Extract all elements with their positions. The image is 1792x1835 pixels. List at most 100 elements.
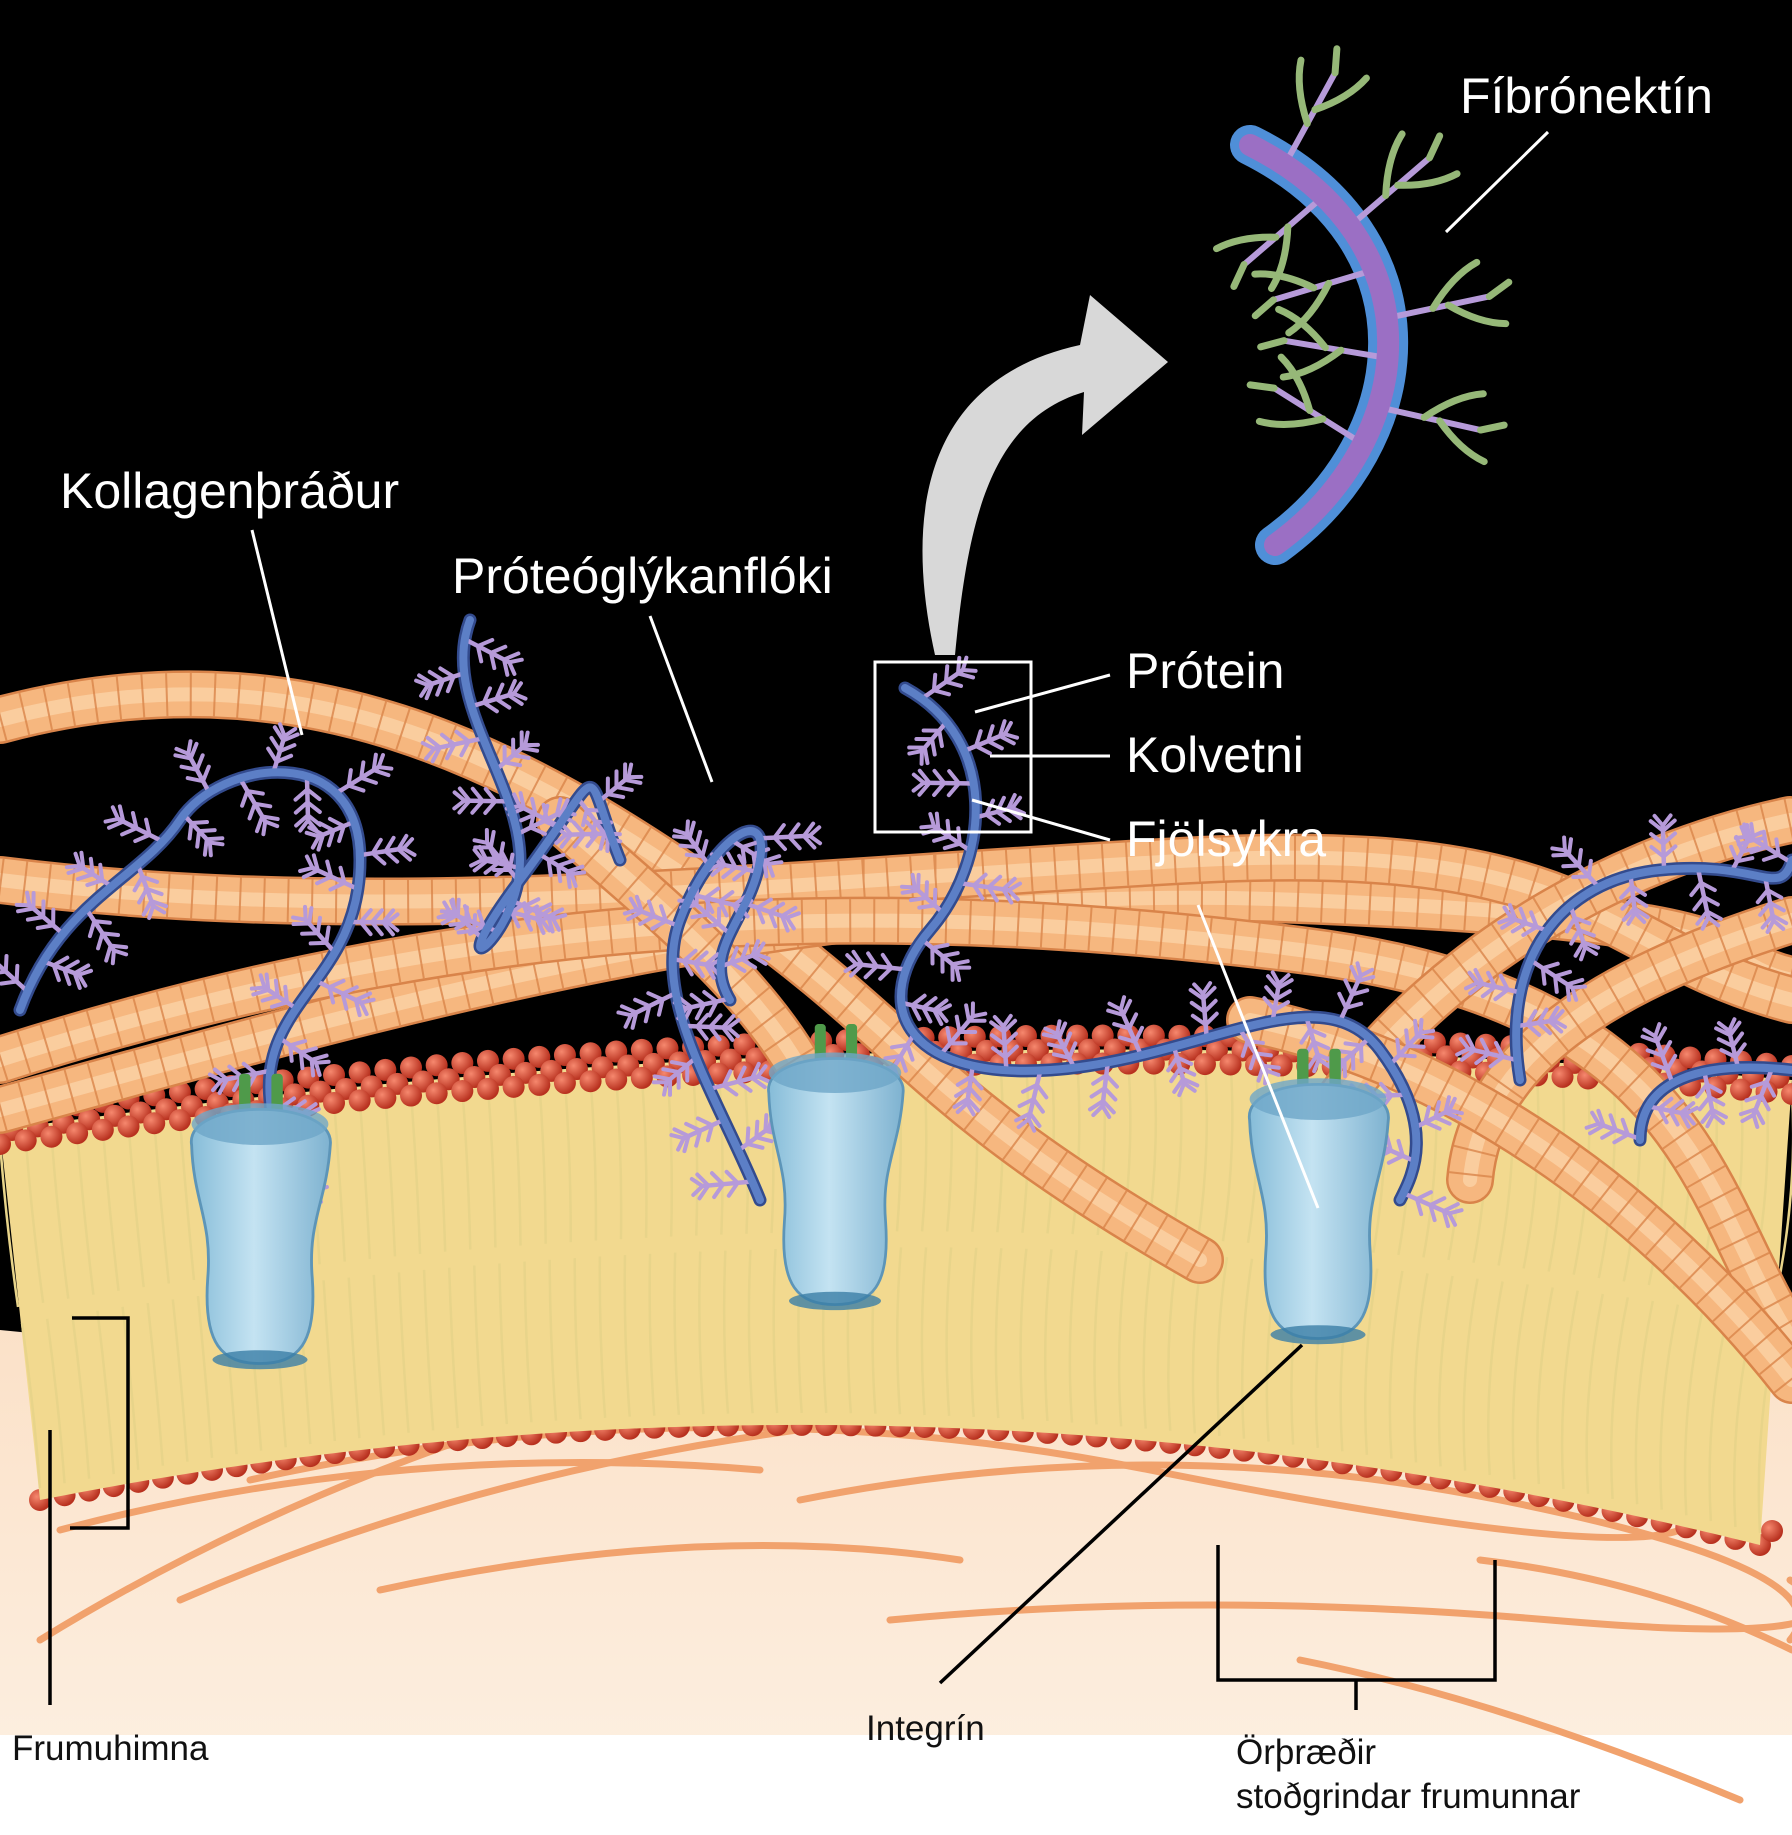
lipid-tail <box>397 1272 410 1433</box>
lipid-head <box>1781 1083 1792 1105</box>
carbohydrate-branch <box>0 953 30 994</box>
lipid-tail <box>75 1131 95 1295</box>
integrin <box>1248 1048 1390 1345</box>
carbohydrate-branch <box>1387 1017 1436 1067</box>
carbohydrate-branch <box>472 828 522 884</box>
lipid-tail <box>45 1318 66 1484</box>
label-plasma-membrane: Frumuhimna <box>12 1729 209 1768</box>
carbohydrate-branch <box>899 993 952 1026</box>
carbohydrate-branch <box>181 812 225 858</box>
integrin-top <box>768 1052 902 1093</box>
polysaccharide-leader <box>971 798 1111 842</box>
carbohydrate-branch <box>1087 1060 1119 1119</box>
carbohydrate-branch <box>304 816 357 852</box>
lipid-tail <box>538 1082 547 1244</box>
integrin-top <box>191 1103 329 1145</box>
lipid-tail <box>1093 1250 1103 1425</box>
collagen-fiber-highlight <box>0 850 1792 1007</box>
lipid-tail <box>589 1079 598 1241</box>
carbohydrate-branch <box>237 776 280 837</box>
carbohydrate-branch <box>843 949 909 981</box>
lipid-tail <box>50 1134 70 1299</box>
dark-top-band <box>0 0 1792 410</box>
carbohydrate-branch <box>957 872 1023 905</box>
lipid-tail <box>127 1124 145 1288</box>
label-microfilaments-line1: Örþræðir <box>1236 1733 1376 1772</box>
carbohydrate-branch <box>293 774 323 833</box>
lipid-head <box>425 1082 448 1105</box>
lipid-head <box>66 1122 89 1145</box>
lipid-tail <box>772 1249 779 1414</box>
lipid-tail <box>486 1086 497 1248</box>
lipid-head <box>323 1091 346 1114</box>
lipid-tail <box>1043 1249 1053 1422</box>
carbohydrate-branch <box>462 637 524 677</box>
lipid-tail <box>20 1322 42 1489</box>
lipid-tail <box>1560 1290 1579 1489</box>
lipid-tail <box>461 1088 472 1250</box>
integrin <box>767 1024 905 1311</box>
lipid-tail <box>573 1258 582 1420</box>
lipid-tail <box>1708 1312 1730 1522</box>
lipid-tail <box>1634 1300 1655 1505</box>
fibronectin-molecule <box>1213 45 1513 565</box>
lipid-head <box>502 1075 525 1098</box>
carbohydrate-branch <box>596 762 644 804</box>
carbohydrate-branch <box>689 1169 755 1201</box>
carbohydrate-branch <box>938 1001 988 1057</box>
carbohydrate-branch <box>1514 1005 1568 1037</box>
proteoglycan-core-protein <box>1636 1063 1792 1144</box>
lipid-tail <box>1683 1308 1705 1516</box>
proteoglycan-core-protein <box>459 616 624 952</box>
lipid-head <box>1551 1065 1574 1088</box>
lipid-tail <box>71 1314 91 1479</box>
label-integrin: Integrín <box>866 1709 985 1748</box>
label-collagen-fiber: Kollagenþráður <box>60 463 399 519</box>
fibronectin-branch <box>1251 266 1378 337</box>
carbohydrate-branch <box>291 904 338 955</box>
lipid-tail <box>994 1248 1003 1419</box>
carbohydrate-branch <box>298 853 361 892</box>
fibronectin-branch <box>1383 258 1513 328</box>
lipid-tail <box>1167 1254 1179 1431</box>
carbohydrate-branch <box>493 730 540 772</box>
carbohydrate-branch <box>357 833 417 866</box>
carbohydrate-branch <box>207 1061 273 1095</box>
carbohydrate-branch <box>672 990 732 1024</box>
lipid-tail <box>422 1269 435 1431</box>
carbohydrate-branch <box>347 908 400 937</box>
lipid-head <box>0 1133 11 1155</box>
lipid-tail <box>1196 1062 1209 1240</box>
carbohydrate-branch <box>669 1116 727 1154</box>
lipid-tail <box>0 1141 20 1308</box>
lipid-tail <box>969 1247 978 1417</box>
integrin-body <box>190 1107 332 1365</box>
lipid-tail <box>1610 1297 1630 1500</box>
carbohydrate-branch <box>1188 981 1219 1040</box>
carbohydrate-branch <box>313 978 376 1018</box>
integrin-body <box>767 1057 905 1306</box>
integrins <box>190 1024 1390 1370</box>
label-polysaccharide: Fjölsykra <box>1126 811 1326 867</box>
collagen-fiber-bands <box>0 899 1792 1352</box>
lipid-tail <box>1240 1258 1254 1439</box>
carbohydrate-branch <box>757 821 823 852</box>
carbohydrate-branch <box>1738 1066 1777 1129</box>
lipid-tail <box>1659 1304 1680 1510</box>
carbohydrate-branch <box>469 678 528 714</box>
lipid-head <box>1761 1520 1783 1542</box>
carbohydrate-branch <box>961 719 1020 756</box>
carbohydrate-branch <box>1584 1108 1643 1145</box>
carbohydrate-branch <box>911 768 976 798</box>
lipid-tail <box>1071 1061 1081 1235</box>
carbohydrate-branch <box>1014 1068 1049 1133</box>
carbohydrate-branch <box>1041 1019 1078 1070</box>
label-fibronectin: Fíbrónektín <box>1460 68 1713 124</box>
fibronectin-branch <box>1213 193 1327 292</box>
lipid-tail <box>614 1077 623 1240</box>
carbohydrate-branch <box>1299 1014 1334 1074</box>
lipid-tail <box>717 1071 724 1235</box>
lipid-head <box>374 1086 397 1109</box>
lipid-tail <box>96 1310 115 1475</box>
lipid-tail <box>498 1263 509 1425</box>
